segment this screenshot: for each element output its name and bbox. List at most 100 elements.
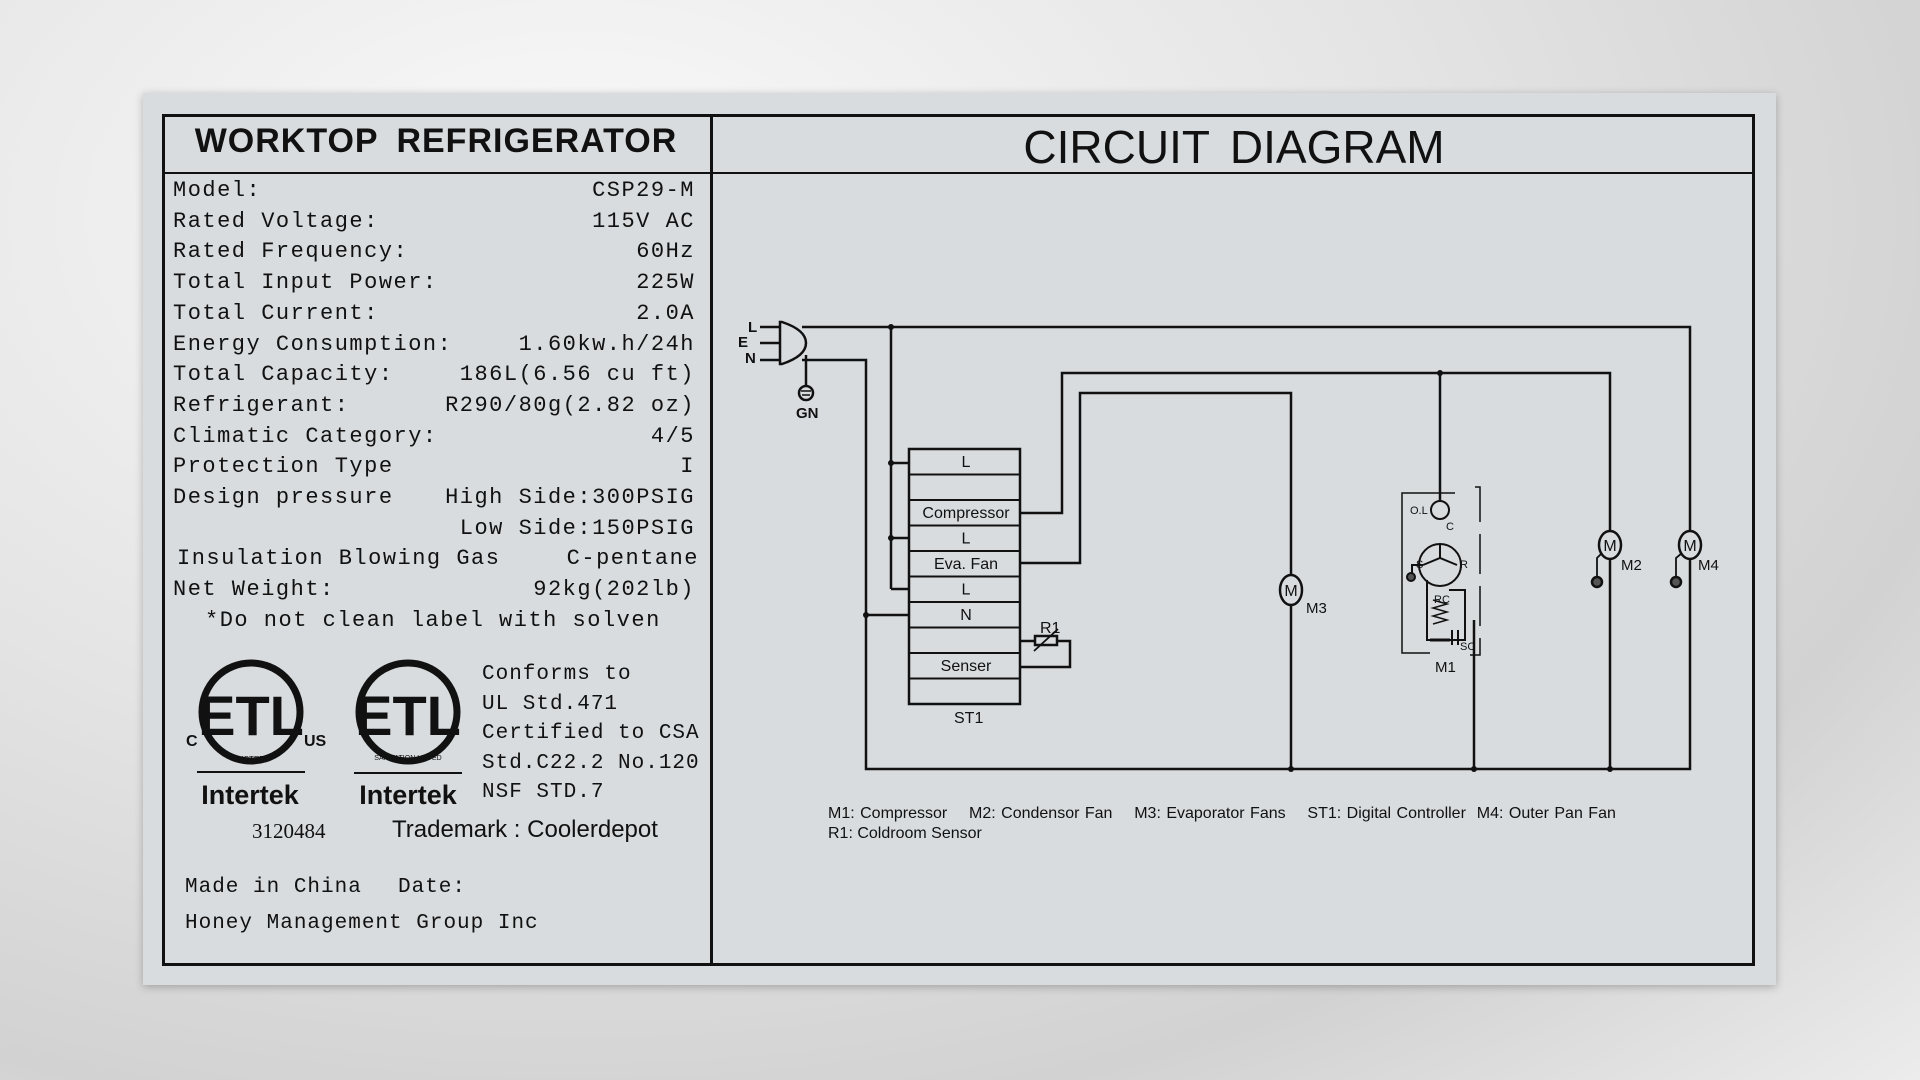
- panel-divider: [710, 114, 713, 966]
- svg-text:S: S: [1416, 559, 1423, 571]
- spec-label: Net Weight:: [173, 577, 335, 603]
- m1-label: M1: [1435, 659, 1456, 676]
- rating-label: [143, 93, 1776, 985]
- spec-label: Refrigerant:: [173, 392, 350, 418]
- trademark: Trademark : Coolerdepot: [392, 816, 658, 843]
- spec-row: Climatic Category: 4/5: [173, 424, 695, 449]
- m3-motor-icon: M M3: [1278, 573, 1327, 617]
- diagram-title: CIRCUIT DIAGRAM: [1023, 121, 1445, 173]
- plug-icon: L E N GN: [738, 319, 819, 422]
- spec-label: Design pressure: [173, 485, 394, 510]
- legend-item: M4: Outer Pan Fan: [1476, 805, 1616, 822]
- spec-label: Insulation Blowing Gas: [177, 546, 501, 572]
- st1-terminal: N: [960, 607, 972, 624]
- intertek-brand: Intertek: [201, 780, 300, 810]
- spec-row: Refrigerant: R290/80g(2.82 oz): [173, 393, 695, 418]
- warning-text: *Do not clean label with solven: [205, 608, 661, 633]
- st1-terminal: L: [962, 531, 971, 548]
- spec-value: R290/80g(2.82 oz): [445, 392, 695, 418]
- m4-label: M4: [1698, 557, 1719, 574]
- listed-text: LISTED: [237, 755, 265, 764]
- sanitation-listed-text: SANITATION LISTED: [374, 755, 441, 762]
- spec-label: Total Current:: [173, 300, 379, 326]
- svg-text:C: C: [1446, 521, 1454, 533]
- r1-thermistor-icon: R1: [1033, 620, 1061, 652]
- us-mark: US: [304, 733, 327, 750]
- legend-item: ST1: Digital Controller: [1307, 805, 1466, 822]
- product-title: WORKTOP REFRIGERATOR: [194, 122, 678, 160]
- svg-text:M: M: [1603, 538, 1616, 555]
- etl-mark: ETL: [198, 684, 304, 747]
- diagram-legend: M1: Compressor M2: Condensor Fan M3: Eva…: [828, 805, 1616, 823]
- spec-label: Protection Type: [173, 454, 394, 480]
- svg-text:M: M: [1683, 538, 1696, 555]
- st1-terminal: Compressor: [922, 505, 1010, 522]
- conformity-line: Conforms to: [482, 663, 632, 686]
- conformity-line: NSF STD.7: [482, 781, 605, 804]
- etl-listed-logo: ETL LISTED C US Intertek: [186, 659, 327, 810]
- c-mark: C: [186, 733, 198, 750]
- legend-item: M2: Condensor Fan: [969, 805, 1113, 822]
- spec-row: Total Input Power: 225W: [173, 270, 695, 295]
- svg-text:SC: SC: [1460, 641, 1475, 653]
- st1-terminal: Senser: [941, 658, 992, 675]
- plug-l-label: L: [748, 319, 757, 336]
- spec-value: High Side:300PSIG: [445, 485, 695, 510]
- spec-row: Design pressure High Side:300PSIG: [173, 485, 695, 510]
- junction-dots: [863, 324, 1613, 772]
- spec-row: Model: CSP29-M: [173, 178, 695, 203]
- spec-row: Energy Consumption: 1.60kw.h/24h: [173, 332, 695, 357]
- plug-e-label: E: [738, 334, 748, 351]
- conformity-line: Certified to CSA: [482, 722, 700, 745]
- made-in: Made in China: [185, 876, 362, 899]
- company-name: Honey Management Group Inc: [185, 912, 539, 935]
- spec-row: Rated Voltage:115V AC: [173, 209, 695, 234]
- legend-item: M3: Evaporator Fans: [1134, 805, 1286, 822]
- spec-label: Rated Voltage:: [173, 208, 379, 234]
- m2-label: M2: [1621, 557, 1642, 574]
- spec-label: Model:: [173, 178, 262, 203]
- m4-motor-icon: M M4: [1669, 529, 1719, 589]
- conformity-line: UL Std.471: [482, 692, 619, 716]
- spec-value: CSP29-M: [592, 178, 695, 203]
- intertek-brand: Intertek: [359, 780, 458, 810]
- st1-terminal: Eva. Fan: [934, 556, 998, 573]
- spec-value: I: [680, 454, 695, 480]
- spec-row: Total Current: 2.0A: [173, 301, 695, 326]
- spec-value: 92kg(202lb): [533, 577, 695, 603]
- wires: [802, 325, 1692, 771]
- svg-text:R: R: [1460, 559, 1468, 571]
- spec-label: Energy Consumption:: [173, 331, 453, 357]
- spec-value: C-pentane: [566, 546, 699, 572]
- spec-value: 60Hz: [636, 239, 695, 265]
- spec-value: Low Side:150PSIG: [459, 515, 695, 541]
- spec-row: Total Capacity: 186L(6.56 cu ft): [173, 362, 695, 387]
- spec-label: Total Input Power:: [173, 270, 438, 296]
- st1-terminal: L: [962, 582, 971, 599]
- r1-label: R1: [1040, 620, 1061, 637]
- ground-label: GN: [796, 405, 819, 422]
- etl-mark: ETL: [355, 684, 461, 747]
- legend-item: M1: Compressor: [828, 805, 948, 822]
- header-divider: [162, 172, 1755, 174]
- spec-label: Climatic Category:: [173, 423, 438, 449]
- svg-text:RC: RC: [1434, 594, 1450, 606]
- conformity-line: Std.C22.2 No.120: [482, 751, 700, 775]
- spec-value: 186L(6.56 cu ft): [459, 362, 695, 388]
- spec-value: 2.0A: [636, 300, 695, 326]
- spec-value: 1.60kw.h/24h: [518, 331, 695, 357]
- spec-label: Total Capacity:: [173, 362, 394, 388]
- spec-label: Rated Frequency:: [173, 239, 409, 265]
- legend-item: R1: Coldroom Sensor: [828, 825, 982, 842]
- spec-row: Protection Type I: [173, 454, 695, 479]
- etl-sanitation-logo: ETL SANITATION LISTED Intertek: [354, 659, 462, 810]
- svg-text:M: M: [1284, 583, 1297, 600]
- spec-value: 4/5: [650, 423, 695, 449]
- label-frame: [162, 114, 1755, 966]
- m2-motor-icon: M M2: [1590, 529, 1642, 589]
- spec-value: 225W: [636, 270, 695, 296]
- spec-row: Net Weight: 92kg(202lb): [173, 577, 695, 602]
